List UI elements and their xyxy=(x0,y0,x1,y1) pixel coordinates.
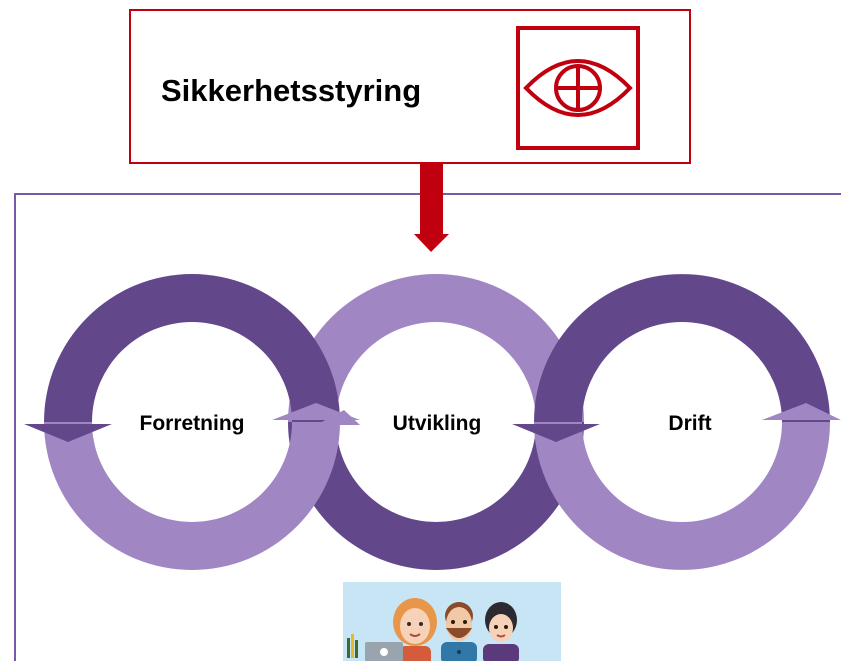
eye-crosshair-icon xyxy=(516,26,640,150)
arrowhead-up-left-icon xyxy=(316,410,360,425)
cycle-drift xyxy=(512,274,841,570)
cycle-label-drift: Drift xyxy=(668,412,711,435)
header-title: Sikkerhetsstyring xyxy=(161,73,422,108)
ring-top-forretning xyxy=(44,274,340,422)
ring-top-drift xyxy=(534,274,830,422)
cycle-label-utvikling: Utvikling xyxy=(393,412,482,435)
ring-bottom-utvikling xyxy=(288,422,584,570)
connector-arrow xyxy=(414,164,449,252)
team-people-illustration xyxy=(347,598,519,661)
ring-bottom-forretning xyxy=(44,422,340,570)
cycle-label-forretning: Forretning xyxy=(140,412,245,435)
arrowhead-down-left-icon xyxy=(512,424,600,442)
arrowhead-down-left-icon xyxy=(24,424,112,442)
ring-top-utvikling xyxy=(288,274,584,422)
frame-left-border xyxy=(14,193,16,661)
team-illustration xyxy=(343,582,561,661)
arrowhead-up-right-icon xyxy=(762,403,841,420)
header-box: Sikkerhetsstyring xyxy=(129,9,691,164)
ring-bottom-drift xyxy=(534,422,830,570)
cycle-utvikling xyxy=(288,274,584,570)
